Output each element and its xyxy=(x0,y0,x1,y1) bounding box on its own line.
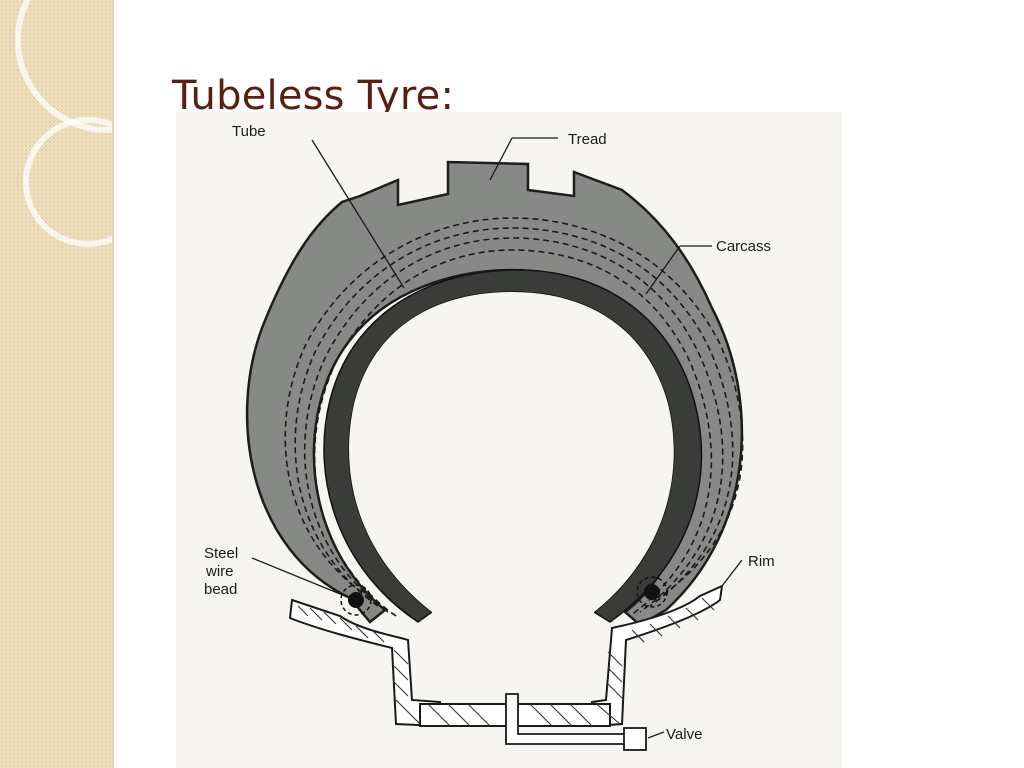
label-carcass: Carcass xyxy=(716,238,771,255)
decorative-side-band xyxy=(0,0,114,768)
label-bead: bead xyxy=(204,581,237,598)
tyre-cross-section-diagram: Tube Tread Carcass Steel wire bead Rim V… xyxy=(204,123,775,751)
label-wire: wire xyxy=(205,563,234,580)
valve xyxy=(505,693,647,751)
label-valve: Valve xyxy=(666,726,702,743)
label-tube: Tube xyxy=(232,123,266,140)
label-rim: Rim xyxy=(748,553,775,570)
tyre-diagram-photo: Tube Tread Carcass Steel wire bead Rim V… xyxy=(176,112,842,768)
label-steel: Steel xyxy=(204,545,238,562)
steel-wire-beads xyxy=(340,576,668,616)
slide-title: Tubeless Tyre: xyxy=(172,73,455,119)
label-tread: Tread xyxy=(568,131,607,148)
decorative-rings xyxy=(15,0,112,247)
rim-hatching xyxy=(297,597,715,727)
ring-large xyxy=(15,0,112,133)
inner-space xyxy=(349,292,674,692)
rim-left xyxy=(288,598,441,728)
ring-small xyxy=(23,117,112,247)
carcass-plies xyxy=(284,217,744,617)
leader-lines xyxy=(251,137,743,739)
